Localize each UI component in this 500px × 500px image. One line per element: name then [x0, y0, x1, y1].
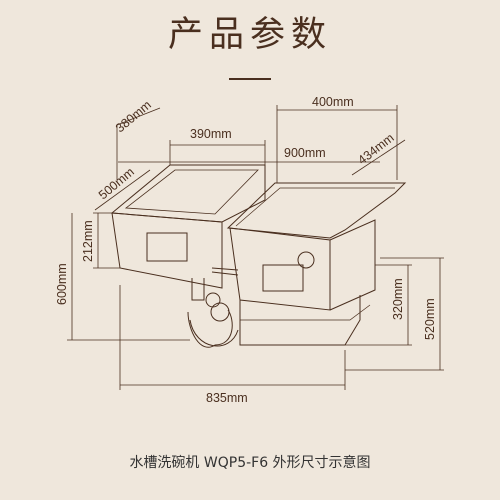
- title-underline: [229, 78, 271, 80]
- dim-390: 390mm: [190, 127, 232, 141]
- dishwasher-top-cover: [226, 182, 407, 239]
- dishwasher-top-inner: [235, 187, 395, 227]
- drain-cap: [210, 302, 230, 322]
- sink-front-window: [146, 232, 188, 262]
- dishwasher-body: [229, 227, 331, 311]
- dim-835: 835mm: [206, 391, 248, 405]
- dim-380: 380mm: [113, 98, 154, 136]
- dim-520: 520mm: [423, 298, 437, 340]
- hose: [211, 267, 239, 276]
- dim-212: 212mm: [81, 220, 95, 262]
- sink-drain-pipe: [187, 278, 233, 348]
- sink-front-panel: [111, 212, 223, 289]
- diagram-caption: 水槽洗碗机 WQP5-F6 外形尺寸示意图: [129, 455, 371, 471]
- drain-trap: [189, 319, 239, 347]
- dim-400: 400mm: [312, 95, 354, 109]
- dishwasher-lower: [240, 304, 371, 321]
- dishwasher-side: [329, 219, 376, 311]
- dim-600: 600mm: [55, 263, 69, 305]
- dishwasher-panel: [262, 264, 304, 292]
- sink-top-inner: [124, 169, 259, 215]
- drain-elbow: [205, 292, 221, 308]
- page-title: 产品参数: [167, 15, 332, 55]
- dishwasher-vent: [297, 251, 315, 269]
- dim-900: 900mm: [284, 146, 326, 160]
- dim-320: 320mm: [391, 278, 405, 320]
